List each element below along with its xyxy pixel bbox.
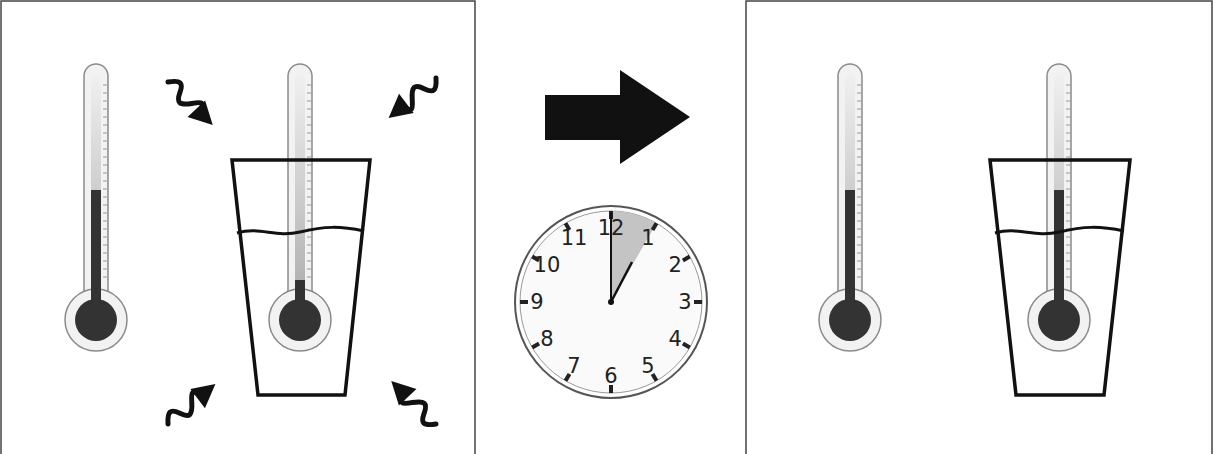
clock-number: 2 (668, 255, 681, 276)
room-thermometer (65, 64, 127, 351)
clock-number: 10 (534, 255, 561, 276)
clock-number: 12 (598, 218, 625, 239)
clock-number: 5 (641, 356, 654, 377)
clock-number: 7 (567, 356, 580, 377)
clock-number: 4 (668, 329, 681, 350)
clock-number: 6 (604, 366, 617, 387)
clock-number: 11 (561, 227, 588, 248)
room-thermometer (819, 64, 881, 351)
warmed-water-glass (990, 64, 1130, 395)
clock-number: 8 (540, 329, 553, 350)
right-panel (746, 1, 1212, 454)
time-arrow (545, 70, 690, 164)
clock-number: 9 (530, 292, 543, 313)
clock-number: 1 (641, 227, 654, 248)
cold-water-glass (232, 64, 370, 395)
heat-arrows (159, 68, 444, 433)
left-panel (1, 1, 475, 454)
clock (515, 206, 707, 398)
clock-number: 3 (678, 292, 691, 313)
